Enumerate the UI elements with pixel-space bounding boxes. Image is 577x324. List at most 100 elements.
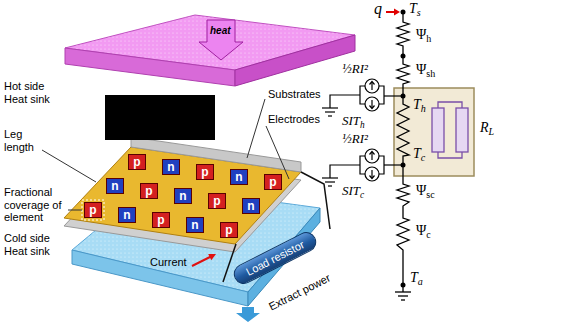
thermoelectric-leg: n <box>186 217 204 233</box>
ground-bar <box>398 295 408 296</box>
source-arrow <box>371 100 372 108</box>
arrow-head <box>208 254 216 260</box>
leg-type: n <box>247 200 254 212</box>
symbol-label: Th <box>413 97 426 113</box>
redaction-box <box>105 95 215 140</box>
subscript: sc <box>426 189 434 200</box>
thermoelectric-leg: n <box>162 159 180 175</box>
thermoelectric-leg: p <box>152 212 170 228</box>
subscript: c <box>360 190 364 200</box>
symbol-label: Ψsh <box>416 62 435 78</box>
wire <box>384 164 403 165</box>
current-arrow <box>192 254 216 266</box>
symbol-label: Tc <box>413 146 425 162</box>
wire <box>360 156 365 174</box>
subscript: L <box>489 126 495 137</box>
heat-out-arrow <box>236 307 260 322</box>
part-label: Electrodes <box>268 113 320 126</box>
subscript: sh <box>426 68 435 79</box>
leg-type: n <box>167 161 174 173</box>
hot-heat-sink <box>65 15 355 86</box>
wire <box>360 86 365 104</box>
wire <box>438 102 462 108</box>
ground-bar <box>322 107 338 108</box>
symbol-label: Ta <box>410 270 423 286</box>
ground-bar <box>328 185 332 186</box>
thermoelectric-leg: p <box>208 193 226 209</box>
symbol-label: ½RI² <box>342 132 368 147</box>
current-line <box>192 257 211 267</box>
leader-line <box>266 126 289 179</box>
junction-dot <box>401 54 406 59</box>
source-arrow <box>371 152 372 160</box>
wire <box>330 95 360 108</box>
hot-plate-side <box>235 35 355 86</box>
arrow-head <box>394 9 400 16</box>
resistor-symbol <box>432 108 444 152</box>
current-source <box>365 97 379 111</box>
symbol-label: Ψsc <box>416 183 435 199</box>
part-label: Leg length <box>4 128 48 153</box>
symbol-label: Ψc <box>416 223 431 239</box>
hot-side-sources <box>322 79 403 116</box>
thermoelectric-leg: p <box>128 154 146 170</box>
part-label: Hot side Heat sink <box>4 80 62 105</box>
leg-type: p <box>269 176 276 188</box>
wire <box>438 152 462 158</box>
subscript: s <box>417 7 421 18</box>
subscript: c <box>421 152 425 163</box>
ground-bar <box>325 181 335 182</box>
wire <box>384 95 403 96</box>
cold-side-sources <box>322 149 403 186</box>
wire <box>379 156 384 174</box>
symbol-label: SITc <box>342 184 364 199</box>
ground-bar <box>328 115 332 116</box>
thermoelectric-leg: p <box>140 183 158 199</box>
thermoelectric-leg: p <box>264 174 282 190</box>
module <box>64 95 301 252</box>
leg-type: p <box>225 224 232 236</box>
leader-line <box>247 99 265 158</box>
part-label: Fractional coverage of element <box>4 186 66 224</box>
ground-bar <box>322 177 338 178</box>
load-resistor-symbol <box>432 102 468 158</box>
leg-type: n <box>179 190 186 202</box>
leader-line <box>68 210 82 211</box>
heat-flux-arrow <box>386 11 395 13</box>
current-source <box>365 79 379 93</box>
thermoelectric-leg: n <box>106 178 124 194</box>
resistor-chain <box>397 12 409 292</box>
subscript: h <box>360 120 365 130</box>
leader-line <box>42 150 96 182</box>
wire <box>379 86 384 104</box>
symbol-label: Ts <box>409 1 421 17</box>
leg-type: p <box>145 185 152 197</box>
subscript: h <box>426 33 431 44</box>
junction-dot <box>401 283 406 288</box>
junction-dots <box>401 10 406 288</box>
part-label: Cold side Heat sink <box>4 232 64 257</box>
part-label: Extract power <box>267 271 333 313</box>
leg-type: p <box>89 204 96 216</box>
subscript: a <box>418 276 423 287</box>
coverage-outline <box>82 200 104 220</box>
leg-type: p <box>133 156 140 168</box>
cold-plate-front <box>72 250 248 306</box>
ground-symbol <box>395 292 411 300</box>
leg-type: n <box>235 171 242 183</box>
current-source <box>365 149 379 163</box>
thermoelectric-leg: p <box>220 222 238 238</box>
thermoelectric-leg: n <box>118 207 136 223</box>
ground-bar <box>325 111 335 112</box>
subscript: h <box>421 103 426 114</box>
symbol-label: ½RI² <box>342 62 368 77</box>
source-arrow <box>371 170 372 178</box>
leg-type: n <box>123 209 130 221</box>
symbol-label: q <box>374 0 382 18</box>
thermoelectric-leg: n <box>174 188 192 204</box>
part-label: Substrates <box>268 88 321 101</box>
resistor-symbol <box>456 108 468 152</box>
junction-dot <box>401 10 406 15</box>
